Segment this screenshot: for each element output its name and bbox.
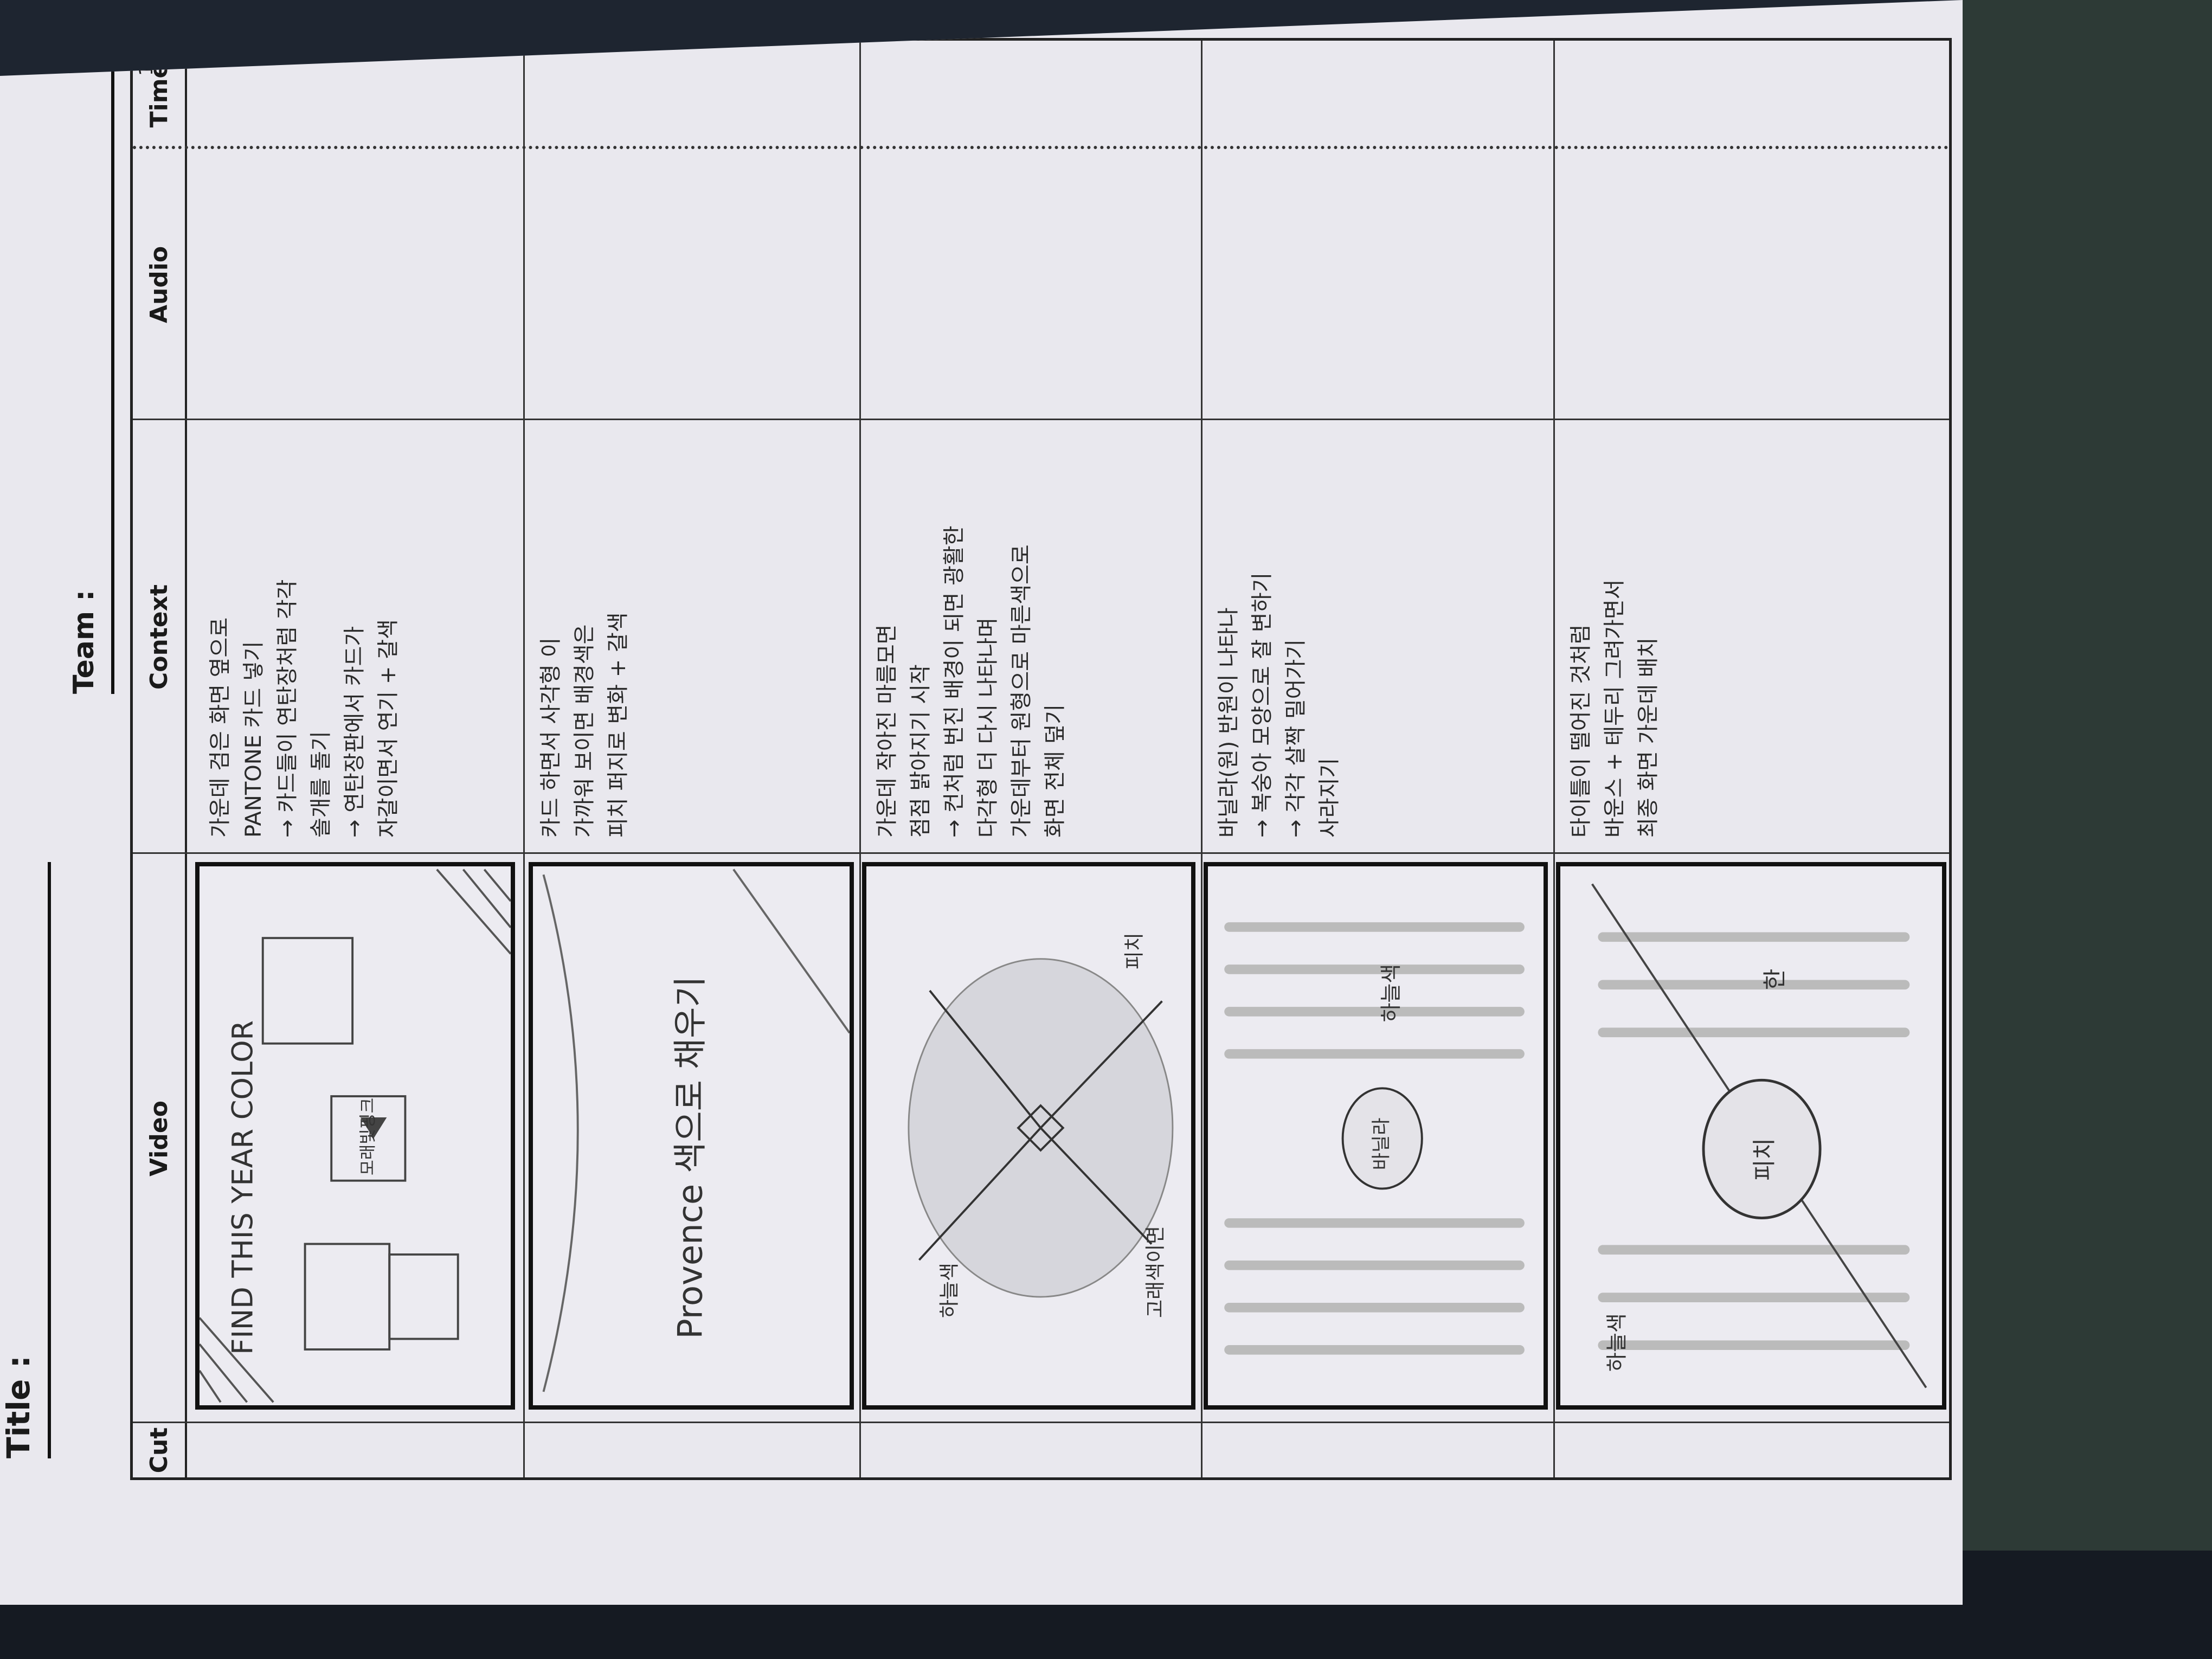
title-label: Title :	[0, 1355, 37, 1458]
team-label: Team :	[68, 589, 100, 694]
sketch-cut-5: 피치 하늘색 한	[1591, 883, 1927, 1388]
context-text-cut-5: 타이틀이 떨어진 것처럼 바운스 + 테두리 그려가면서 최종 화면 가운데 배…	[1568, 579, 1661, 838]
paper-sheet: Title : Team : 1 Cut Video Context Audio…	[0, 0, 1963, 1605]
sketch-cut-2: Provence 색으로 채우기	[542, 869, 850, 1392]
sketch-label-cut5-a: 피치	[1751, 1138, 1778, 1181]
video-frame-cut-2: Provence 색으로 채우기	[529, 862, 854, 1410]
video-frame-cut-1: FIND THIS YEAR COLOR 모래빛핑크	[195, 862, 515, 1410]
sketch-cut-3: 고래색이면 하늘색 피치	[908, 933, 1174, 1318]
video-frame-cut-5: 피치 하늘색 한	[1556, 862, 1946, 1410]
col-divider	[133, 1422, 1949, 1423]
row-divider	[859, 41, 861, 1477]
team-underline	[111, 54, 114, 694]
context-text-cut-2: 카드 하면서 사각형 이 가까워 보이면 배경색은 피치 퍼지로 변화 + 갈색	[538, 612, 631, 838]
sketch-label-cut3-b: 하늘색	[938, 1263, 961, 1318]
sketch-label-cut5-c: 한	[1762, 969, 1789, 991]
storyboard-table: Cut Video Context Audio Time 가운데 검은 화면 옆…	[130, 38, 1952, 1480]
sketch-label-cut4-b: 바닐라	[1370, 1118, 1392, 1171]
desk-background-right	[1963, 0, 2212, 1659]
row-divider	[523, 41, 525, 1477]
sketch-label-cut4-a: 하늘색	[1379, 964, 1404, 1023]
sketch-label-card: 모래빛핑크	[358, 1098, 378, 1175]
col-header-time: Time	[133, 41, 187, 149]
col-header-video: Video	[133, 854, 187, 1423]
video-frame-cut-3: 고래색이면 하늘색 피치	[862, 862, 1195, 1410]
context-text-cut-3: 가운데 작아진 마름모면 점점 밝아지기 시작 → 컨처럼 번진 배경이 되면 …	[874, 525, 1068, 838]
col-divider	[133, 419, 1949, 420]
row-divider	[1553, 41, 1555, 1477]
video-frame-cut-4: 바닐라 하늘색	[1204, 862, 1548, 1410]
col-divider	[133, 852, 1949, 854]
sketch-cut-4: 바닐라 하늘색	[1224, 922, 1525, 1355]
row-divider	[1201, 41, 1203, 1477]
title-underline	[48, 862, 51, 1458]
sketch-label-find-color: FIND THIS YEAR COLOR	[226, 1020, 259, 1355]
sketch-cut-1: FIND THIS YEAR COLOR 모래빛핑크	[200, 869, 511, 1403]
storyboard-sheet: Title : Team : 1 Cut Video Context Audio…	[0, 33, 1952, 1496]
col-divider-dotted	[133, 146, 1949, 149]
sketch-label-cut3-a: 고래색이면	[1143, 1226, 1167, 1318]
col-header-audio: Audio	[133, 149, 187, 420]
sketch-label-cut3-c: 피치	[1122, 933, 1146, 969]
context-text-cut-4: 바닐라(원) 반원이 나타나 → 복숭아 모양으로 잘 변하기 → 각각 살짝 …	[1216, 572, 1342, 838]
context-text-cut-1: 가운데 검은 화면 옆으로 PANTONE 카드 넣기 → 카드들이 연탄장처럼…	[208, 579, 401, 838]
sketch-label-provence: Provence 색으로 채우기	[670, 976, 710, 1339]
sketch-label-cut5-b: 하늘색	[1605, 1313, 1629, 1372]
col-header-cut: Cut	[133, 1423, 187, 1477]
col-header-context: Context	[133, 420, 187, 854]
